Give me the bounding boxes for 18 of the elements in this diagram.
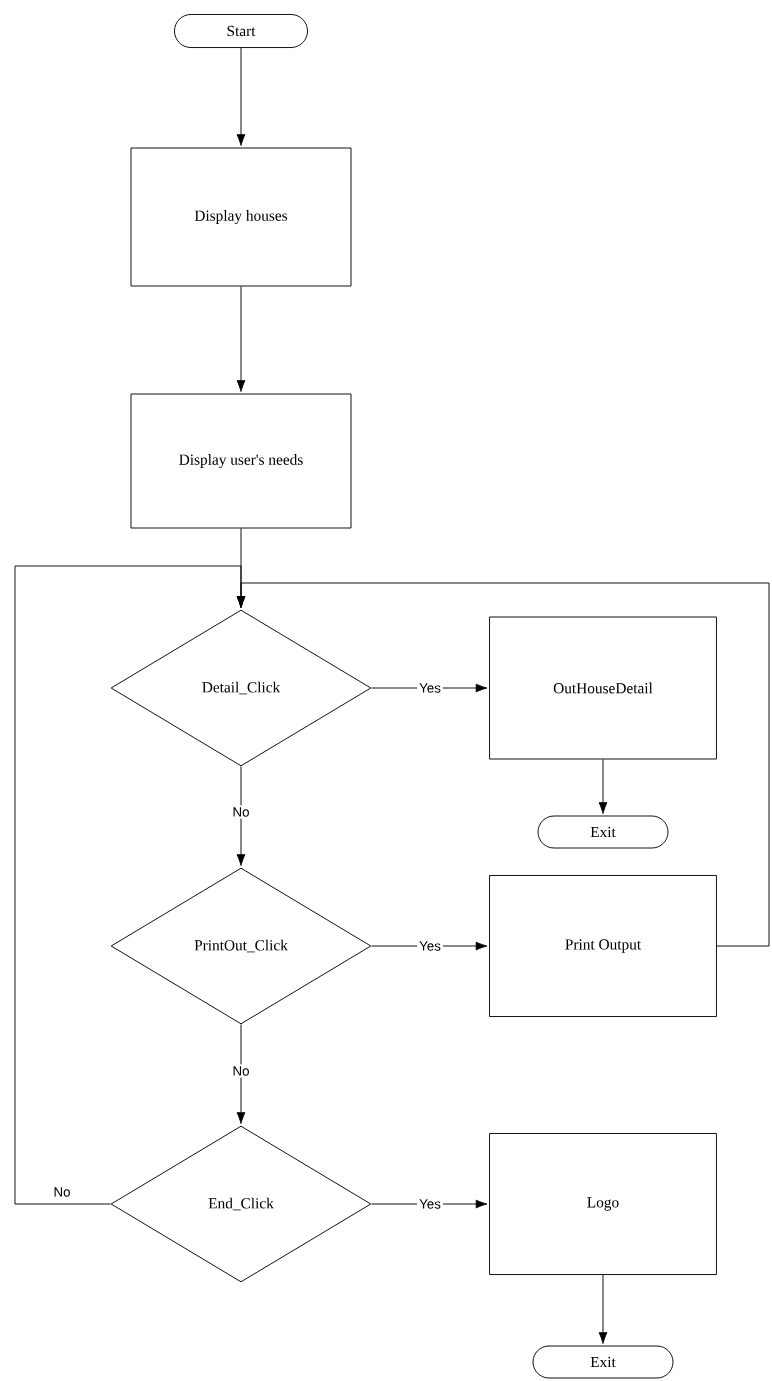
edge-label: No — [230, 1064, 252, 1078]
process-box: Logo — [489, 1133, 717, 1275]
edge-label: No — [54, 1187, 70, 1197]
process-box: Print Output — [489, 875, 717, 1017]
edge-label: Yes — [417, 939, 443, 953]
edge-label: Yes — [417, 1197, 443, 1211]
edge-label: Yes — [417, 681, 443, 695]
arrow — [236, 1024, 246, 1124]
arrow — [236, 582, 770, 947]
arrow — [598, 1274, 608, 1344]
process-box: Display user's needs — [130, 393, 352, 529]
process-box: Display houses — [130, 147, 352, 287]
arrow — [236, 286, 246, 392]
process-box: OutHouseDetail — [489, 616, 717, 760]
arrow — [236, 766, 246, 866]
arrow — [236, 47, 246, 146]
arrow — [598, 759, 608, 814]
edge-label: No — [230, 805, 252, 819]
